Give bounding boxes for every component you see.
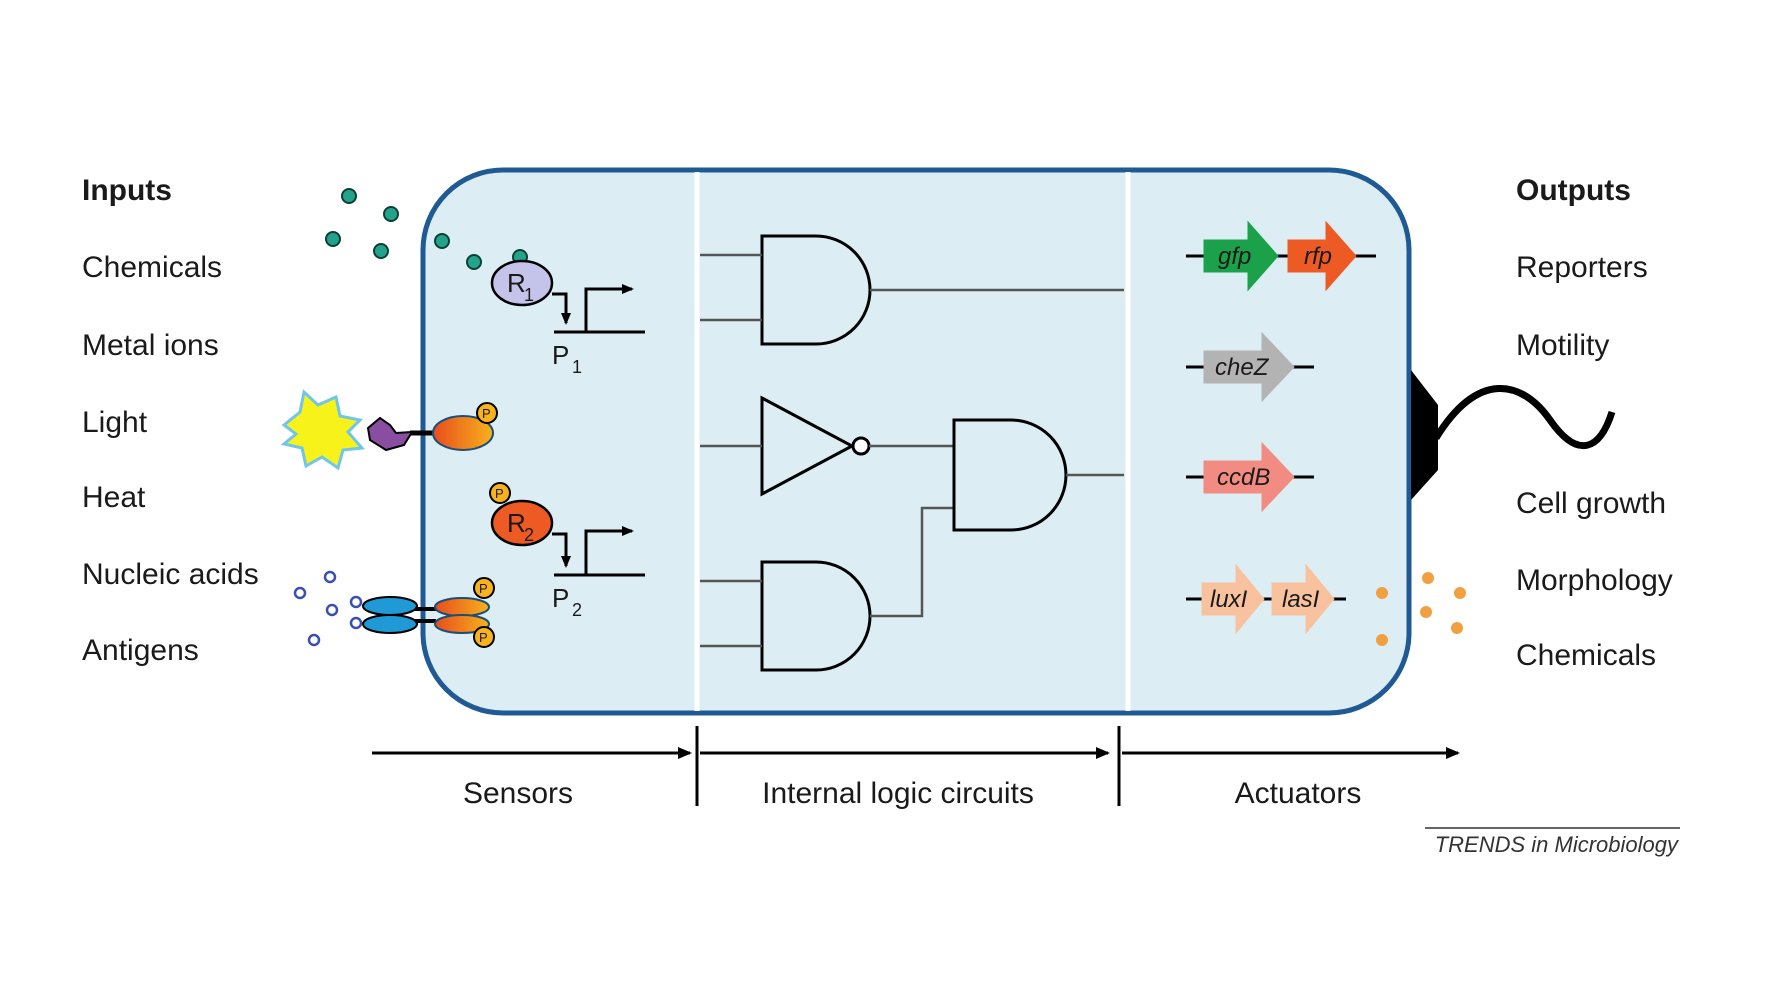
p1-symbol: P (552, 340, 569, 370)
gene-rfp-label: rfp (1304, 243, 1332, 270)
r2-regulation-arrow (552, 532, 571, 568)
phospho-label-light: P (482, 406, 491, 421)
gene-luxi (1201, 563, 1265, 635)
p1-subscript: 1 (572, 357, 582, 377)
regulator-r2: P R 2 (489, 482, 554, 547)
promoter-p1 (554, 284, 645, 334)
input-chemicals: Chemicals (82, 251, 222, 284)
stage-actuators: Actuators (1235, 777, 1362, 810)
r2-symbol: R (507, 508, 526, 538)
input-metal-ions: Metal ions (82, 329, 219, 362)
gene-ccdb-label: ccdB (1217, 464, 1270, 491)
output-chemicals: Chemicals (1516, 639, 1656, 672)
antigen-molecules (293, 570, 363, 647)
gene-chez (1203, 331, 1295, 403)
gene-rfp (1287, 220, 1357, 292)
p2-symbol: P (552, 583, 569, 613)
flagellum (1411, 370, 1616, 500)
input-antigens: Antigens (82, 634, 199, 667)
promoter-p2 (554, 526, 645, 577)
p2-subscript: 2 (572, 600, 582, 620)
input-nucleic-acids: Nucleic acids (82, 558, 259, 591)
output-cell-growth: Cell growth (1516, 487, 1666, 520)
outputs-heading: Outputs (1516, 174, 1631, 207)
output-morphology: Morphology (1516, 564, 1673, 597)
output-chemical-dots (1376, 572, 1466, 646)
r1-subscript: 1 (524, 285, 534, 305)
reporter-cassette: gfp rfp (1186, 220, 1376, 292)
photoreceptor: P (366, 402, 498, 452)
gene-gfp (1203, 220, 1279, 292)
growth-cassette: ccdB (1186, 441, 1314, 513)
stage-axis (372, 726, 1460, 806)
light-burst-icon (280, 389, 366, 471)
gene-luxi-label: luxI (1210, 586, 1248, 613)
logic-circuits (700, 234, 1124, 672)
and-gate-3 (952, 418, 1068, 532)
regulator-r1: R 1 (490, 259, 554, 307)
phospho-label-r2: P (495, 486, 504, 501)
and-gate-2 (760, 560, 872, 672)
output-reporters: Reporters (1516, 251, 1648, 284)
phospho-label-antigen-top: P (479, 581, 488, 596)
r1-symbol: R (507, 268, 526, 298)
gene-lasi-label: lasI (1282, 586, 1320, 613)
gene-lasi (1271, 563, 1335, 635)
antigen-receptor: P P (362, 577, 495, 648)
gene-chez-label: cheZ (1215, 354, 1270, 381)
and-gate-1 (760, 234, 872, 346)
input-heat: Heat (82, 481, 146, 514)
output-motility: Motility (1516, 329, 1609, 362)
cell-body (420, 167, 1412, 716)
r2-subscript: 2 (524, 525, 534, 545)
gene-ccdb (1203, 441, 1295, 513)
input-light: Light (82, 406, 148, 439)
motility-cassette: cheZ (1186, 331, 1314, 403)
gene-gfp-label: gfp (1218, 243, 1251, 270)
journal-credit: TRENDS in Microbiology (1435, 832, 1680, 857)
phospho-label-antigen-bottom: P (479, 630, 488, 645)
inputs-heading: Inputs (82, 174, 172, 207)
r1-regulation-arrow (552, 292, 571, 325)
stage-sensors: Sensors (463, 777, 573, 810)
stage-internal-logic: Internal logic circuits (762, 777, 1034, 810)
quorum-cassette: luxI lasI (1186, 563, 1346, 635)
